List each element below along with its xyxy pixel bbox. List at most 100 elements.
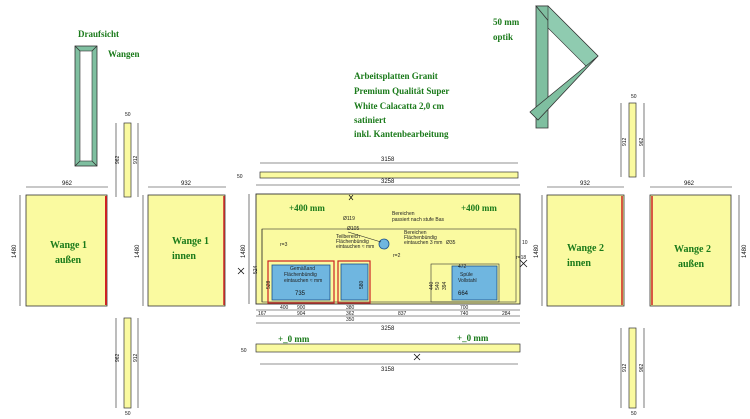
dim-284: 284 xyxy=(502,311,511,317)
wange2-aussen-line1: Wange 2 xyxy=(674,244,711,255)
radius-mid: r=2 xyxy=(393,253,401,259)
strip-right-top-b: 962 xyxy=(639,137,645,146)
main-height: 1480 xyxy=(241,244,247,258)
material-line-2: Premium Qualität Super xyxy=(354,86,449,96)
sink3-label: Spüle xyxy=(460,272,473,278)
wange2-innen-height: 1480 xyxy=(534,244,540,258)
sub-height: 524 xyxy=(253,265,259,274)
note-left3: eintauchen ≈ mm xyxy=(336,244,374,250)
note-left: Teilbereich xyxy=(336,234,360,240)
main-bottom-dimensions: 167 900 904 400 380 362 350 837 700 740 … xyxy=(256,305,520,332)
strip-right-bottom: 50 912 962 xyxy=(620,327,645,417)
bottom-left-offset: +_0 mm xyxy=(278,334,310,344)
strip-left-top-thick: 50 xyxy=(125,112,131,118)
edge-note-optik: optik xyxy=(493,32,513,42)
strip-left-top-b: 912 xyxy=(133,155,139,164)
wange1-innen-height: 1480 xyxy=(135,244,141,258)
dim-167: 167 xyxy=(258,311,267,317)
dim-10: 10 xyxy=(522,240,528,246)
strip-right-bottom-b: 962 xyxy=(639,363,645,372)
main-width: 3258 xyxy=(381,179,395,185)
material-line-3: White Calacatta 2,0 cm xyxy=(354,101,444,111)
edge-note-size: 50 mm xyxy=(493,17,520,27)
wange2-innen-line2: innen xyxy=(567,258,591,269)
wange2-aussen-height: 1480 xyxy=(742,244,748,258)
main-worktop: 1480 +400 mm +400 mm 524 r=3 r=2 r=18 Ge… xyxy=(237,193,528,305)
panel-wange1-innen: 932 1480 Wange 1 innen xyxy=(135,181,226,307)
main-bottom-strip: +_0 mm +_0 mm 50 3158 xyxy=(241,333,521,373)
title-wangen: Wangen xyxy=(108,49,140,59)
dim-472: 472 xyxy=(458,264,467,270)
hole-105: Ø105 xyxy=(347,226,359,232)
note-left2: Flächenbündig xyxy=(336,239,369,245)
wange2-innen-width: 932 xyxy=(580,181,591,187)
dim-837: 837 xyxy=(398,311,407,317)
sink1-label: Gemäßand xyxy=(290,266,315,272)
strip-left-bottom-a: 962 xyxy=(115,353,121,362)
top-view-strip xyxy=(74,45,98,167)
wange1-aussen-line1: Wange 1 xyxy=(50,240,87,251)
sink1-label2: Flächenbündig xyxy=(284,272,317,278)
sink2-height: 580 xyxy=(359,280,365,289)
wange1-innen-width: 932 xyxy=(181,181,192,187)
material-line-4: satiniert xyxy=(354,115,386,125)
right-offset: +400 mm xyxy=(461,203,497,213)
material-line-5: inkl. Kantenbearbeitung xyxy=(354,129,449,139)
bottom-strip-width: 3158 xyxy=(381,367,395,373)
wange2-innen-line1: Wange 2 xyxy=(567,243,604,254)
sink3-label2: Vollstahl xyxy=(458,278,477,284)
strip-right-top: 50 912 962 xyxy=(620,94,645,178)
title-view: Draufsicht xyxy=(78,29,119,39)
main-top-strip: 3158 50 3258 xyxy=(237,157,520,186)
wange1-innen-line1: Wange 1 xyxy=(172,236,209,247)
sink3-height: 394 xyxy=(442,281,448,290)
dim-350: 350 xyxy=(346,317,355,323)
strip-right-bottom-a: 912 xyxy=(622,363,628,372)
strip-left-bottom-thick: 50 xyxy=(125,411,131,417)
note-right: Bereichen xyxy=(404,230,427,236)
wange2-aussen-width: 962 xyxy=(684,181,695,187)
sink1-width: 735 xyxy=(295,291,306,297)
radius-right: r=18 xyxy=(516,255,526,261)
strip-left-bottom: 50 962 912 xyxy=(115,317,139,417)
wange1-aussen-height: 1480 xyxy=(12,244,18,258)
radius-left: r=3 xyxy=(280,242,288,248)
dim-904: 904 xyxy=(297,311,306,317)
strip-right-top-thick: 50 xyxy=(631,94,637,100)
panel-wange1-aussen: 962 1480 Wange 1 außen xyxy=(12,181,108,307)
main-top-strip-thick: 50 xyxy=(237,174,243,180)
panel-wange2-aussen: 962 1480 Wange 2 außen xyxy=(649,181,748,307)
dim-700: 700 xyxy=(460,305,469,311)
strip-right-bottom-thick: 50 xyxy=(631,411,637,417)
note-right3: eintauchen 3 mm xyxy=(404,240,442,246)
strip-left-top: 50 962 912 xyxy=(115,112,139,198)
sink1-label3: eintauchen ≈ mm xyxy=(284,278,322,284)
hole-35: Ø35 xyxy=(446,240,456,246)
dim-440: 440 xyxy=(429,281,435,290)
material-line-1: Arbeitsplatten Granit xyxy=(354,71,438,81)
strip-left-bottom-b: 912 xyxy=(133,353,139,362)
main-top-strip-width: 3158 xyxy=(381,157,395,163)
hole-119: Ø119 xyxy=(343,216,355,222)
note-top2: passiert nach stufe Bas xyxy=(392,217,444,223)
bottom-total: 3258 xyxy=(381,326,395,332)
material-description: Arbeitsplatten Granit Premium Qualität S… xyxy=(354,71,449,139)
left-offset: +400 mm xyxy=(289,203,325,213)
dim-380: 380 xyxy=(346,305,355,311)
wange1-innen-line2: innen xyxy=(172,251,196,262)
wange2-aussen-line2: außen xyxy=(678,259,705,270)
wange1-aussen-width: 962 xyxy=(62,181,73,187)
bottom-strip-thick: 50 xyxy=(241,348,247,354)
dim-900: 900 xyxy=(297,305,306,311)
note-top: Bereichen xyxy=(392,211,415,217)
wange1-aussen-line2: außen xyxy=(55,255,82,266)
bottom-right-offset: +_0 mm xyxy=(457,333,489,343)
dim-740: 740 xyxy=(460,311,469,317)
corner-edge-l-profile xyxy=(529,5,599,129)
strip-left-top-a: 962 xyxy=(115,155,121,164)
dim-362: 362 xyxy=(346,311,355,317)
dim-540: 540 xyxy=(435,281,441,290)
note-right2: Flächenbündig xyxy=(404,235,437,241)
sink1-height: 528 xyxy=(266,280,272,289)
